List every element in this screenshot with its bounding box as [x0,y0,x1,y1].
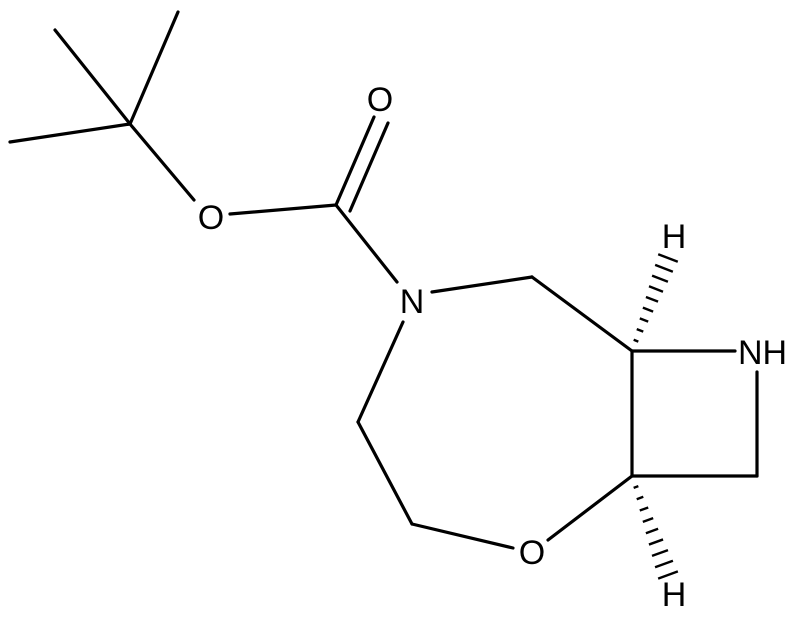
hashed-wedge-upper [633,253,679,343]
hash-stroke [648,538,664,546]
bond-ring-oxygen-to-bridgehead-lower [546,474,634,542]
hash-stroke [639,506,649,512]
bond-nitrogen-to-ch2-left [356,320,405,424]
bond-tbu-methyl-left [8,122,132,144]
hash-stroke [657,253,679,263]
bonds [8,10,759,550]
hash-stroke [636,327,644,333]
atom-ring-nitrogen: N [400,283,425,321]
hash-stroke [657,570,679,580]
bond-tbu-to-ester-oxygen [128,122,196,202]
atom-azetidine-nh: NH [738,334,787,372]
bond-carbonyl-carbon-to-nitrogen [334,203,399,284]
hash-stroke [639,317,649,323]
hash-stroke [633,338,639,343]
bond-ch2-upper-to-bridgehead-upper [530,275,634,353]
hash-stroke [651,274,669,283]
hash-stroke [651,548,669,558]
bond-ester-oxygen-to-carbonyl-carbon [228,203,338,216]
bond-tbu-methyl-upper [53,28,132,126]
hash-stroke [642,516,654,524]
atom-ester-oxygen: O [198,199,224,237]
atom-labels: O O N O NH H H [198,81,787,614]
hash-stroke [654,263,674,273]
hash-stroke [633,485,639,489]
hash-stroke [636,495,644,501]
hash-stroke [645,527,659,535]
hash-stroke [648,285,664,293]
atom-carbonyl-oxygen: O [367,81,393,119]
atom-upper-hydrogen: H [662,218,687,256]
hash-stroke [645,295,659,303]
bond-nitrogen-to-ch2-upper [430,275,534,294]
bond-ch2-lower-to-ring-oxygen [410,522,515,550]
atom-lower-hydrogen: H [662,576,687,614]
hash-stroke [642,306,654,313]
hashed-wedge-lower [633,485,679,580]
bond-carbonyl-double-2 [348,121,390,213]
bond-carbonyl-double-1 [334,115,376,207]
hash-stroke [654,559,674,569]
atom-ring-oxygen: O [519,534,545,572]
bond-ch2-left-to-ch2-lower [356,420,414,526]
bond-tbu-methyl-right [128,10,180,126]
